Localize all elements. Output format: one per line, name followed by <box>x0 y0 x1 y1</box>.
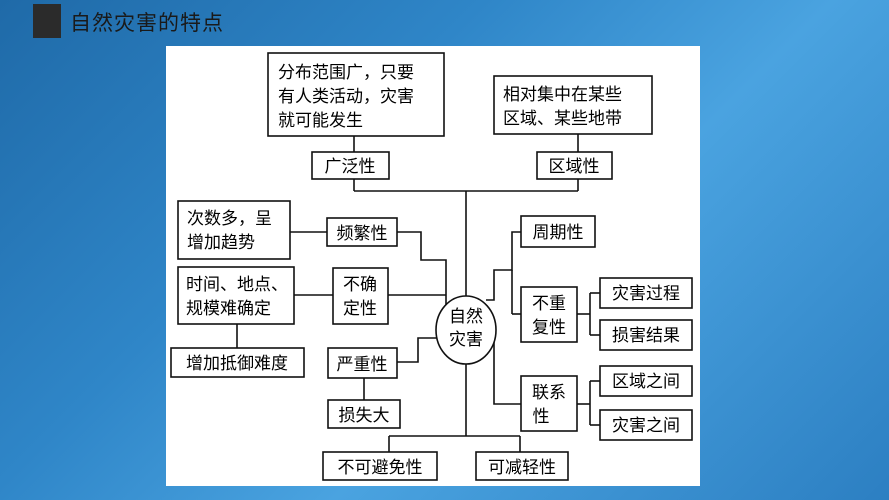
yanzhong-box <box>327 347 398 379</box>
guangfan-desc-box <box>267 52 445 137</box>
yanzhong-label: 严重性 <box>337 355 388 375</box>
buqueding-desc-line-2: 规模难确定 <box>186 299 271 319</box>
center-node <box>435 295 497 365</box>
connectors <box>236 134 600 452</box>
pinfan-label: 频繁性 <box>337 224 388 244</box>
kejianqing-label: 可减轻性 <box>488 458 556 478</box>
zaihai-zhijian-label: 灾害之间 <box>612 416 680 436</box>
center-line-1: 自然 <box>449 307 483 327</box>
sunshi-box <box>327 399 401 429</box>
slide-title-bar: 自然灾害的特点 <box>0 0 889 50</box>
pinfan-box <box>326 217 398 247</box>
zengjia-label: 增加抵御难度 <box>186 354 288 374</box>
sunhai-jieguo-box <box>599 319 693 351</box>
buchongfu-line-1: 不重 <box>532 294 566 314</box>
title-accent-block <box>33 4 61 38</box>
quyu-desc-line-2: 区域、某些地带 <box>503 109 622 129</box>
guangfan-desc-line-1: 分布范围广，只要 <box>278 63 414 83</box>
pinfan-desc-line-2: 增加趋势 <box>187 233 255 253</box>
zhouqi-box <box>520 215 596 248</box>
buqueding-line-1: 不确 <box>343 275 377 295</box>
slide-title: 自然灾害的特点 <box>70 11 224 35</box>
guangfan-label: 广泛性 <box>325 157 376 177</box>
sunhai-jieguo-label: 损害结果 <box>612 326 680 346</box>
pinfan-desc-line-1: 次数多，呈 <box>187 209 272 229</box>
zhouqi-label: 周期性 <box>533 223 584 243</box>
guangfan-desc-line-2: 有人类活动，灾害 <box>278 87 414 107</box>
lianxi-line-2: 性 <box>533 407 550 427</box>
zaihai-guocheng-box <box>599 277 693 309</box>
lianxi-box <box>520 375 578 432</box>
bukebimian-label: 不可避免性 <box>338 458 423 478</box>
zaihai-guocheng-label: 灾害过程 <box>612 284 680 304</box>
guangfan-desc-line-3: 就可能发生 <box>278 111 363 131</box>
guangfan-box <box>311 151 390 180</box>
zengjia-box <box>170 347 305 378</box>
buqueding-box <box>332 267 389 325</box>
buqueding-line-2: 定性 <box>343 299 377 319</box>
quyu-desc-line-1: 相对集中在某些 <box>503 85 622 105</box>
lianxi-line-1: 联系 <box>532 383 566 403</box>
quyu-zhijian-label: 区域之间 <box>612 372 680 392</box>
buchongfu-box <box>520 286 578 343</box>
quyu-label: 区域性 <box>549 157 600 177</box>
quyu-zhijian-box <box>599 365 693 397</box>
center-line-2: 灾害 <box>449 330 483 350</box>
zaihai-zhijian-box <box>599 409 693 441</box>
kejianqing-box <box>475 451 569 481</box>
quyu-box <box>536 151 613 180</box>
sunshi-label: 损失大 <box>339 406 390 426</box>
bukebimian-box <box>322 451 438 481</box>
quyu-desc-box <box>493 75 653 135</box>
buqueding-desc-line-1: 时间、地点、 <box>186 275 288 295</box>
pinfan-desc-box <box>177 200 291 260</box>
buqueding-desc-box <box>177 266 295 325</box>
buchongfu-line-2: 复性 <box>532 318 566 338</box>
